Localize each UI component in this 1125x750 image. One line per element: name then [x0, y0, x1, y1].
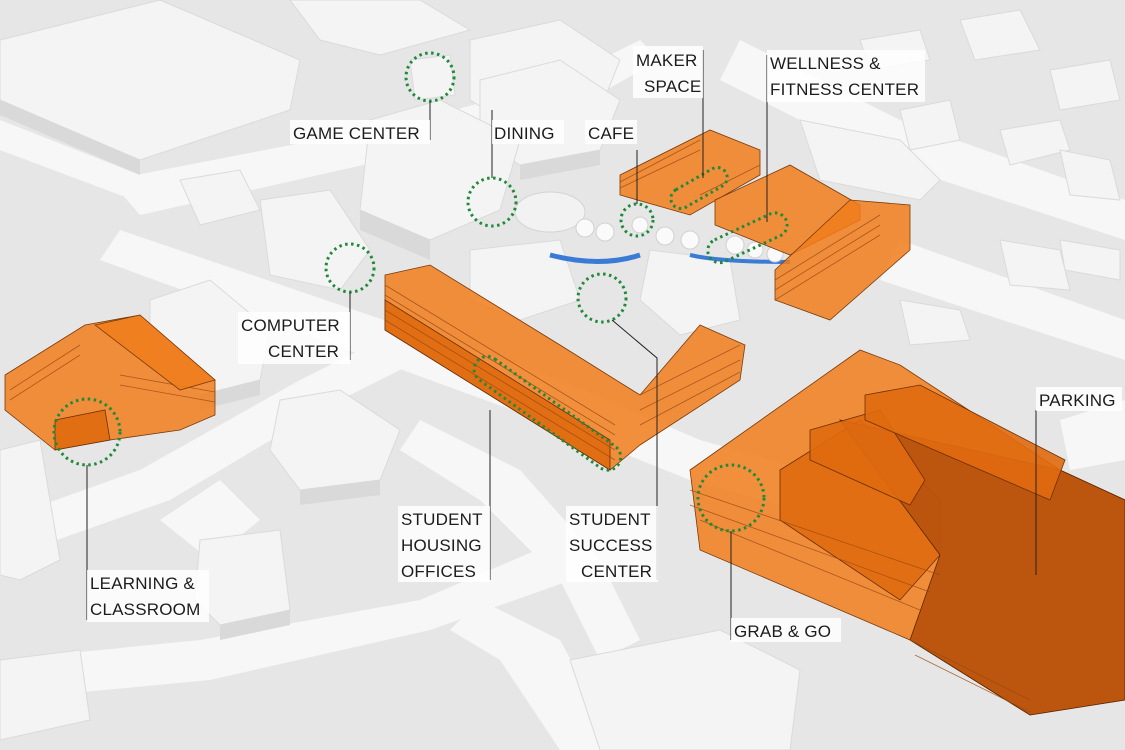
label-wellness-line2: FITNESS CENTER	[770, 80, 919, 99]
label-grab-go: GRAB & GO	[734, 622, 831, 641]
ring-grab-go	[696, 463, 766, 533]
student-housing-building	[384, 264, 746, 471]
label-dining: DINING	[494, 124, 555, 143]
label-computer-center-line2: CENTER	[268, 342, 339, 361]
learning-classroom-building	[4, 314, 216, 451]
label-student-success-line1: STUDENT	[569, 510, 651, 529]
label-learning-line1: LEARNING &	[90, 574, 195, 593]
label-parking: PARKING	[1039, 391, 1116, 410]
ring-wellness	[706, 211, 789, 265]
trees	[575, 216, 784, 263]
label-wellness-line1: WELLNESS &	[770, 54, 881, 73]
label-student-housing-line2: HOUSING	[401, 536, 482, 555]
water-channel	[549, 252, 641, 264]
label-learning-line2: CLASSROOM	[90, 600, 200, 619]
ring-cafe	[619, 202, 655, 238]
label-cafe: CAFE	[588, 124, 634, 143]
label-student-success-line2: SUCCESS	[569, 536, 653, 555]
label-maker-space-line1: MAKER	[636, 51, 697, 70]
wellness-fitness-building	[714, 164, 911, 321]
ring-dining	[466, 176, 518, 228]
label-student-success-line3: CENTER	[581, 562, 652, 581]
map-labels: GAME CENTER DINING CAFE MAKER SPACE WELL…	[87, 46, 1122, 642]
label-computer-center-line1: COMPUTER	[241, 316, 340, 335]
label-maker-space-line2: SPACE	[644, 77, 701, 96]
parking-grab-go-building	[689, 349, 1125, 716]
maker-cafe-building	[619, 129, 761, 216]
label-game-center: GAME CENTER	[293, 124, 420, 143]
ring-learning	[52, 397, 122, 467]
label-student-housing-line3: OFFICES	[401, 562, 476, 581]
ring-student-housing	[472, 355, 623, 472]
label-student-housing-line1: STUDENT	[401, 510, 483, 529]
ring-student-success	[576, 272, 628, 324]
